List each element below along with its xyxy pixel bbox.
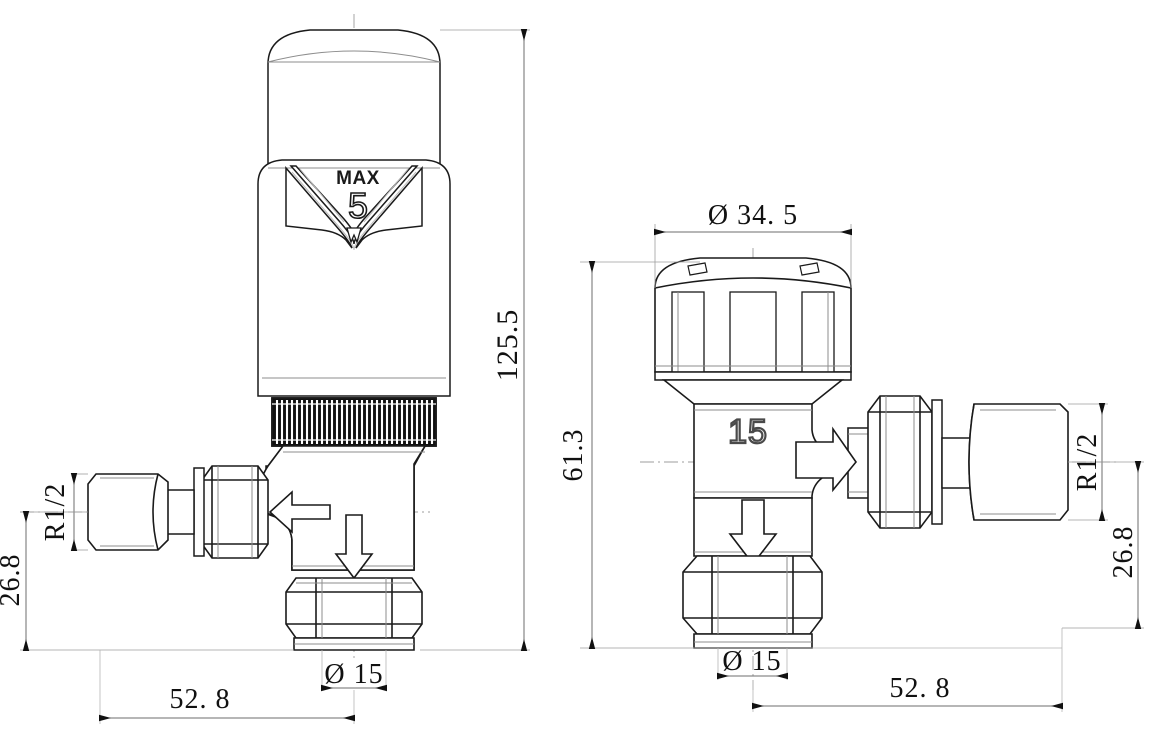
- ext-line-268-right: [1062, 461, 1144, 629]
- inlet-union-nut: [201, 465, 269, 559]
- knurled-ring: [271, 397, 437, 447]
- head-top-seam: [267, 50, 441, 63]
- bottom-hex-nut: [285, 577, 423, 651]
- thermostatic-head: [267, 29, 441, 169]
- body-size-label: 15: [728, 413, 768, 451]
- dim-right-overall-height: 61.3: [558, 429, 589, 482]
- cap-taper: [661, 379, 845, 405]
- cap-rib-seams: [655, 292, 851, 372]
- layer-text: 125.5 R1/2 26.8 Ø 15 52. 8 Ø 34. 5 61.3 …: [0, 168, 1139, 715]
- head-max-label: MAX: [336, 168, 380, 189]
- right-union-seams: [885, 396, 915, 528]
- right-tail-seams: [980, 409, 1056, 515]
- inlet-tail-piece: [87, 473, 169, 551]
- cap-base-ring: [654, 371, 852, 381]
- right-tail-piece: [968, 403, 1069, 521]
- ext-line-dia15-right: [660, 647, 1062, 680]
- dim-right-length: 52. 8: [890, 673, 951, 704]
- flow-arrow-outlet: [334, 514, 374, 580]
- dim-left-centre-height: 26.8: [0, 554, 26, 607]
- right-bottom-hex-nut: [682, 555, 823, 649]
- ext-line-dia15-left: [321, 650, 387, 690]
- cap-top-tabs: [687, 262, 820, 276]
- dim-left-thread: R1/2: [40, 483, 71, 541]
- dim-right-centre-height: 26.8: [1108, 526, 1139, 579]
- dim-right-thread: R1/2: [1072, 433, 1103, 491]
- right-union-washer: [931, 399, 943, 525]
- setting-window: [285, 165, 423, 249]
- dim-left-outlet-dia: Ø 15: [324, 659, 383, 690]
- ext-line-268-left: [20, 511, 294, 651]
- head-setting-number: 5: [348, 185, 368, 226]
- setting-pointer: [346, 227, 362, 244]
- inlet-union-seams: [217, 466, 253, 558]
- dim-left-length: 52. 8: [170, 684, 231, 715]
- right-union-nut: [867, 395, 933, 529]
- cap-ribs: [671, 291, 835, 373]
- union-washer: [193, 467, 205, 557]
- right-bottom-nut-seams: [694, 556, 812, 643]
- dim-right-cap-dia: Ø 34. 5: [708, 200, 798, 231]
- layer-right-valve: [580, 224, 1144, 712]
- inlet-tail-seams: [100, 477, 154, 547]
- layer-left-valve: [20, 14, 530, 724]
- bottom-nut-seams: [294, 578, 414, 645]
- dim-right-outlet-dia: Ø 15: [722, 646, 781, 677]
- flow-arrow-inlet: [268, 490, 331, 534]
- dim-left-overall-height: 125.5: [491, 309, 524, 382]
- setting-window-inner: [291, 168, 417, 251]
- ext-line-125: [420, 29, 530, 651]
- right-flow-arrow-outlet: [795, 426, 858, 493]
- right-flow-arrow-down: [728, 499, 778, 566]
